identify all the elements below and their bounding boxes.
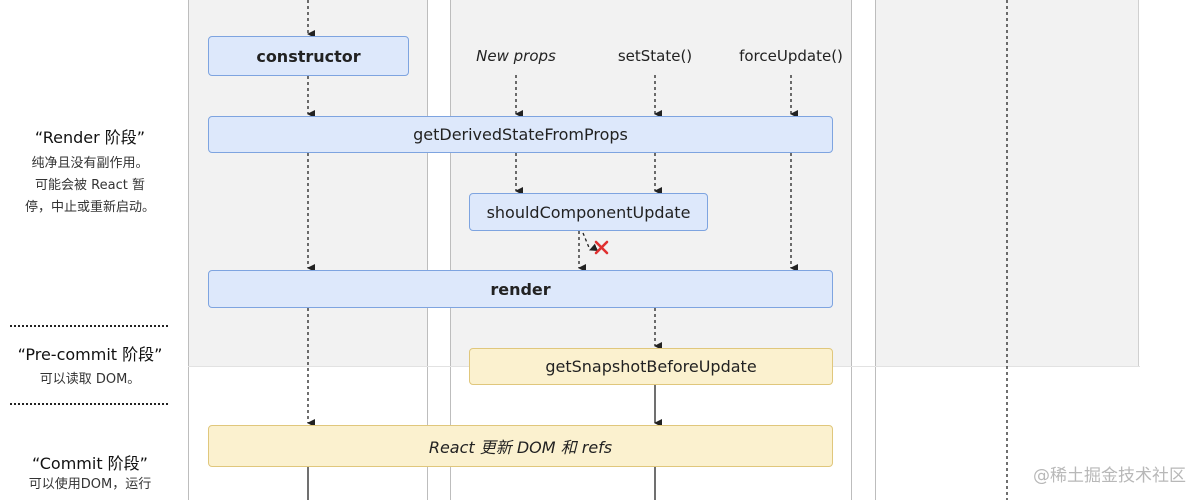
should-component-update-box: shouldComponentUpdate <box>469 193 708 231</box>
render-phase-desc-1: 纯净且没有副作用。 <box>31 156 149 171</box>
get-snapshot-before-update-box: getSnapshotBeforeUpdate <box>469 348 833 385</box>
force-update-label: forceUpdate() <box>739 47 843 65</box>
get-derived-state-from-props-box: getDerivedStateFromProps <box>208 116 833 153</box>
update-column-bottom <box>450 0 852 500</box>
arrow-scu-false <box>582 232 598 252</box>
commit-phase-block: “Commit 阶段” 可以使用DOM，运行 <box>10 450 170 496</box>
precommit-phase-title: “Pre-commit 阶段” <box>17 345 163 364</box>
divider-dotted-2 <box>10 403 168 405</box>
react-update-dom-box: React 更新 DOM 和 refs <box>208 425 833 467</box>
render-box: render <box>208 270 833 308</box>
commit-phase-title: “Commit 阶段” <box>32 454 148 473</box>
watermark: @稀土掘金技术社区 <box>1033 466 1186 486</box>
cross-icon <box>594 240 609 255</box>
mount-column-bottom <box>188 0 428 500</box>
constructor-box: constructor <box>208 36 409 76</box>
unmount-column-bottom <box>875 0 1139 500</box>
commit-phase-desc: 可以使用DOM，运行 <box>28 477 152 492</box>
render-phase-desc-2: 可能会被 React 暂 <box>35 178 145 193</box>
set-state-label: setState() <box>617 47 693 65</box>
render-phase-title: “Render 阶段” <box>34 128 146 147</box>
precommit-phase-desc: 可以读取 DOM。 <box>39 372 141 387</box>
precommit-phase-block: “Pre-commit 阶段” 可以读取 DOM。 <box>10 341 170 391</box>
divider-dotted-1 <box>10 325 168 327</box>
new-props-label: New props <box>476 47 556 65</box>
render-phase-block: “Render 阶段” 纯净且没有副作用。 可能会被 React 暂 停，中止或… <box>10 124 170 219</box>
render-phase-desc-3: 停，中止或重新启动。 <box>24 200 155 215</box>
